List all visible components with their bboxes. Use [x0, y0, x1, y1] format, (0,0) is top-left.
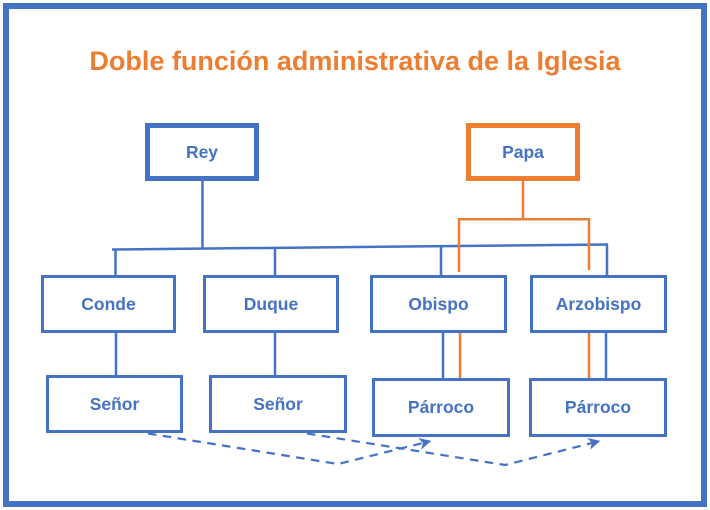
node-rey: Rey: [145, 123, 259, 181]
edge-papa-rail: [457, 217, 591, 272]
node-obispo: Obispo: [370, 275, 507, 333]
edge-senor2-parroco2-dashed: [306, 432, 601, 467]
edge-rey-rail: [111, 243, 609, 251]
node-conde-label: Conde: [81, 293, 136, 314]
node-conde: Conde: [41, 275, 176, 333]
edge-senor1-parroco1-dashed: [147, 432, 432, 466]
node-senor-1-label: Señor: [89, 393, 140, 414]
node-papa: Papa: [466, 123, 580, 181]
node-rey-label: Rey: [185, 141, 219, 162]
node-obispo-label: Obispo: [408, 293, 469, 314]
node-arzobispo: Arzobispo: [530, 275, 667, 333]
node-duque: Duque: [203, 275, 339, 333]
diagram-title: Doble función administrativa de la Igles…: [89, 46, 621, 76]
node-senor-1: Señor: [46, 375, 183, 433]
node-papa-label: Papa: [502, 141, 544, 162]
node-parroco-1-label: Párroco: [407, 397, 475, 417]
node-senor-2-label: Señor: [253, 393, 303, 414]
node-parroco-1: Párroco: [372, 378, 510, 437]
node-senor-2: Señor: [209, 375, 347, 433]
node-arzobispo-label: Arzobispo: [555, 293, 642, 314]
node-parroco-2-label: Párroco: [564, 397, 632, 417]
node-parroco-2: Párroco: [529, 378, 667, 437]
node-duque-label: Duque: [243, 293, 299, 314]
